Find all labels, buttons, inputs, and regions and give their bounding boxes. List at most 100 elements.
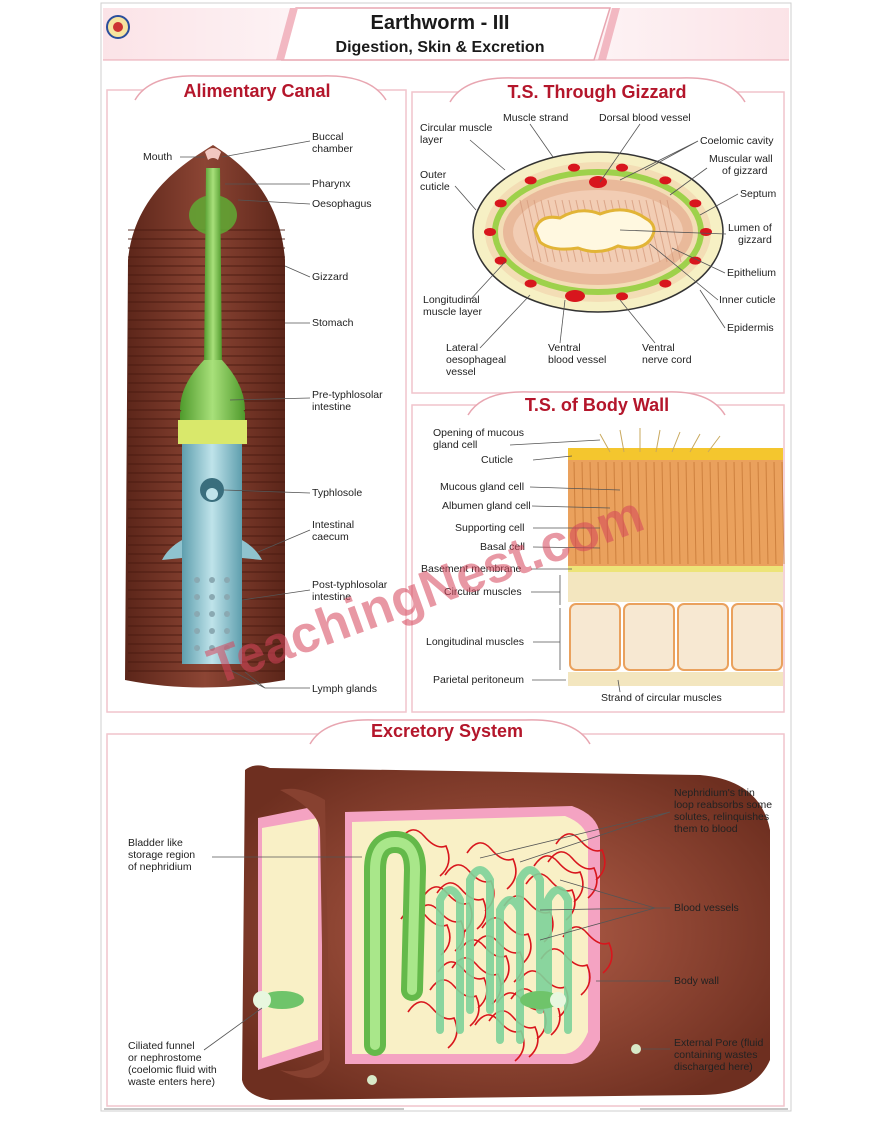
- label-body-wall: Body wall: [674, 975, 719, 987]
- ventral-vessel-spot: [565, 290, 585, 302]
- nephridium-loop: [516, 866, 544, 1014]
- label-outer-cuticle-1: Outer: [420, 169, 447, 181]
- nephridium-loop: [466, 866, 494, 1014]
- label-bladder-2: storage region: [128, 849, 195, 861]
- excretory-section-title: Excretory System: [371, 721, 523, 741]
- bodywall-labels: Opening of mucous gland cell Cuticle Muc…: [421, 427, 722, 704]
- label-external-pore-2: containing wastes: [674, 1049, 757, 1061]
- lymph-gland-dot: [209, 594, 215, 600]
- epidermal-cell-line: [589, 461, 593, 565]
- lymph-gland-dot: [224, 594, 230, 600]
- label-lumen-1: Lumen of: [728, 222, 772, 234]
- lymph-gland-dot: [209, 628, 215, 634]
- epidermal-cell-line: [669, 461, 673, 565]
- longitudinal-muscle-block: [731, 603, 783, 671]
- label-intestinal-caecum-1: Intestinal: [312, 519, 354, 531]
- longitudinal-muscle-block: [677, 603, 729, 671]
- lymph-gland-dot: [224, 628, 230, 634]
- label-bladder-3: of nephridium: [128, 861, 192, 873]
- lymph-gland-dot: [209, 577, 215, 583]
- label-epithelium: Epithelium: [727, 267, 776, 279]
- publisher-logo-icon: [106, 15, 130, 39]
- lymph-gland-dot: [224, 645, 230, 651]
- label-outer-cuticle-2: cuticle: [420, 181, 450, 193]
- label-circular-muscle-1: Circular muscle: [420, 122, 493, 134]
- label-albumen-gland: Albumen gland cell: [442, 500, 531, 512]
- epidermal-cell-line: [645, 461, 649, 565]
- label-basal-cell: Basal cell: [480, 541, 525, 553]
- lymph-gland-dot: [209, 645, 215, 651]
- blood-vessel-spot: [689, 256, 702, 265]
- capillary-vessel: [399, 829, 450, 877]
- label-ciliated-funnel-1: Ciliated funnel: [128, 1040, 195, 1052]
- label-opening-mucous-1: Opening of mucous: [433, 427, 524, 439]
- capillary-vessel: [474, 1014, 525, 1062]
- label-supporting-cell: Supporting cell: [455, 522, 524, 534]
- gizzard-labels: Circular muscle layer Muscle strand Dors…: [420, 112, 776, 378]
- epidermal-cell-line: [581, 461, 585, 565]
- label-gizzard: Gizzard: [312, 271, 348, 283]
- label-dorsal-blood-vessel: Dorsal blood vessel: [599, 112, 691, 124]
- label-ciliated-funnel-4: waste enters here): [127, 1076, 215, 1088]
- blood-vessel-spot: [700, 228, 712, 236]
- epidermal-cell-line: [749, 461, 753, 565]
- label-post-typhlosolar-2: intestine: [312, 591, 351, 603]
- alimentary-frame: [106, 75, 407, 713]
- label-pharynx: Pharynx: [312, 178, 351, 190]
- label-lateral-vessel-3: vessel: [446, 366, 476, 378]
- label-longitudinal-muscle-1: Longitudinal: [423, 294, 480, 306]
- label-muscle-strand: Muscle strand: [503, 112, 569, 124]
- capillary-vessel: [562, 926, 613, 974]
- epidermal-cell-line: [733, 461, 737, 565]
- blood-vessel-spot: [567, 163, 580, 172]
- nephridium-loop: [544, 886, 572, 1034]
- label-mucous-gland: Mucous gland cell: [440, 481, 524, 493]
- label-longitudinal-muscles: Longitudinal muscles: [426, 636, 524, 648]
- nephrostome-right-icon: [520, 991, 566, 1009]
- label-circular-muscles: Circular muscles: [444, 586, 522, 598]
- gizzard-muscle-stripe: [652, 199, 668, 263]
- lymph-gland-dot: [194, 577, 200, 583]
- lymph-gland-dot: [194, 611, 200, 617]
- lymph-gland-dot: [209, 611, 215, 617]
- epidermal-cell-line: [621, 461, 625, 565]
- epidermal-cell-line: [685, 461, 689, 565]
- epidermal-cell-line: [653, 461, 657, 565]
- epidermal-cell-line: [661, 461, 665, 565]
- excretory-illustration: [242, 765, 770, 1100]
- alimentary-labels: Mouth Buccal chamber Pharynx Oesophagus …: [143, 131, 388, 695]
- longitudinal-muscle-block: [569, 603, 621, 671]
- blood-vessel-spot: [659, 176, 672, 185]
- label-thin-loop-4: them to blood: [674, 823, 738, 835]
- label-typhlosole: Typhlosole: [312, 487, 362, 499]
- blood-vessel-spot: [616, 163, 629, 172]
- blood-vessel-spot: [494, 256, 507, 265]
- label-oesophagus: Oesophagus: [312, 198, 372, 210]
- epidermal-cell-line: [717, 461, 721, 565]
- longitudinal-muscle-block: [623, 603, 675, 671]
- alimentary-section-title: Alimentary Canal: [183, 81, 330, 101]
- blood-vessel-spot: [524, 279, 537, 288]
- nephridium-loop: [436, 886, 464, 1034]
- epidermal-cell-line: [757, 461, 761, 565]
- label-pre-typhlosolar-2: intestine: [312, 401, 351, 413]
- blood-vessel-spot: [689, 199, 702, 208]
- label-ventral-nerve-2: nerve cord: [642, 354, 692, 366]
- capillary-vessel: [547, 851, 598, 899]
- label-circular-muscle-2: layer: [420, 134, 443, 146]
- capillary-vessel: [555, 833, 606, 881]
- label-coelomic-cavity: Coelomic cavity: [700, 135, 774, 147]
- epidermal-cell-line: [629, 461, 633, 565]
- label-ventral-nerve-1: Ventral: [642, 342, 675, 354]
- label-pre-typhlosolar-1: Pre-typhlosolar: [312, 389, 383, 401]
- label-lateral-vessel-2: oesophageal: [446, 354, 506, 366]
- label-intestinal-caecum-2: caecum: [312, 531, 349, 543]
- gizzard-muscle-stripe: [519, 199, 535, 263]
- lymph-gland-dot: [224, 611, 230, 617]
- capillary-vessel: [540, 948, 591, 996]
- label-post-typhlosolar-1: Post-typhlosolar: [312, 579, 388, 591]
- nephrostome-icon: [253, 991, 304, 1009]
- epidermal-cell-line: [725, 461, 729, 565]
- epidermal-cell-line: [597, 461, 601, 565]
